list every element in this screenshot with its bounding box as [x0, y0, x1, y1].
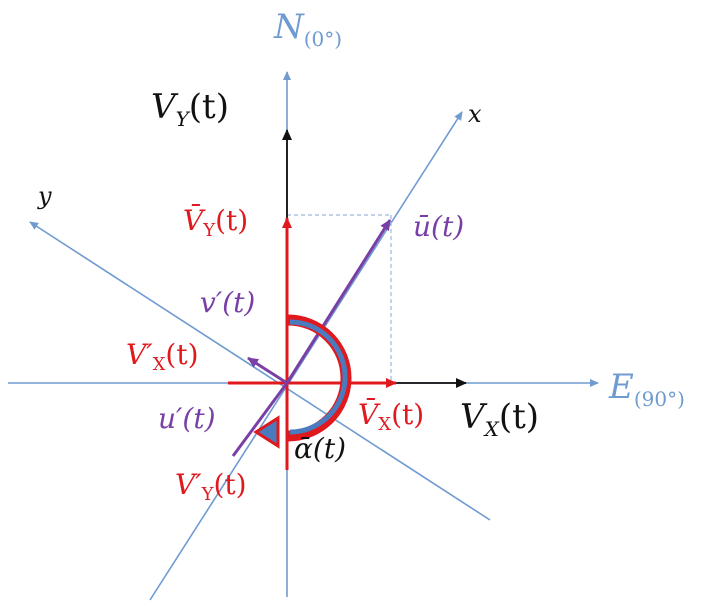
alpha-arc-arrowhead [253, 415, 280, 449]
vy-label: VY(t) [151, 87, 229, 131]
east-label: E(90°) [608, 367, 685, 411]
vbar-y-label: V̄Y(t) [183, 203, 248, 241]
x-axis-line [149, 111, 463, 601]
ubar-label: ū(t) [413, 210, 464, 243]
vprime-vector [247, 356, 288, 385]
vprime-x-label: V′X(t) [126, 338, 199, 375]
vbar-x-label: V̄X(t) [358, 397, 424, 435]
north-label: N(0°) [273, 7, 342, 51]
x-axis-label: x [468, 100, 482, 128]
vprime-label: v′(t) [200, 286, 255, 319]
y-axis-label: y [37, 182, 52, 210]
vx-label: VX(t) [460, 397, 539, 441]
alpha-rotation-arc-inner [289, 319, 348, 435]
ubar-vector [285, 219, 392, 384]
vprime-y-label: V′Y(t) [175, 468, 247, 505]
uprime-vector [231, 382, 289, 457]
y-axis-line [29, 221, 491, 521]
alpha-label: ᾱ(t) [294, 432, 346, 465]
uprime-label: u′(t) [158, 402, 216, 435]
